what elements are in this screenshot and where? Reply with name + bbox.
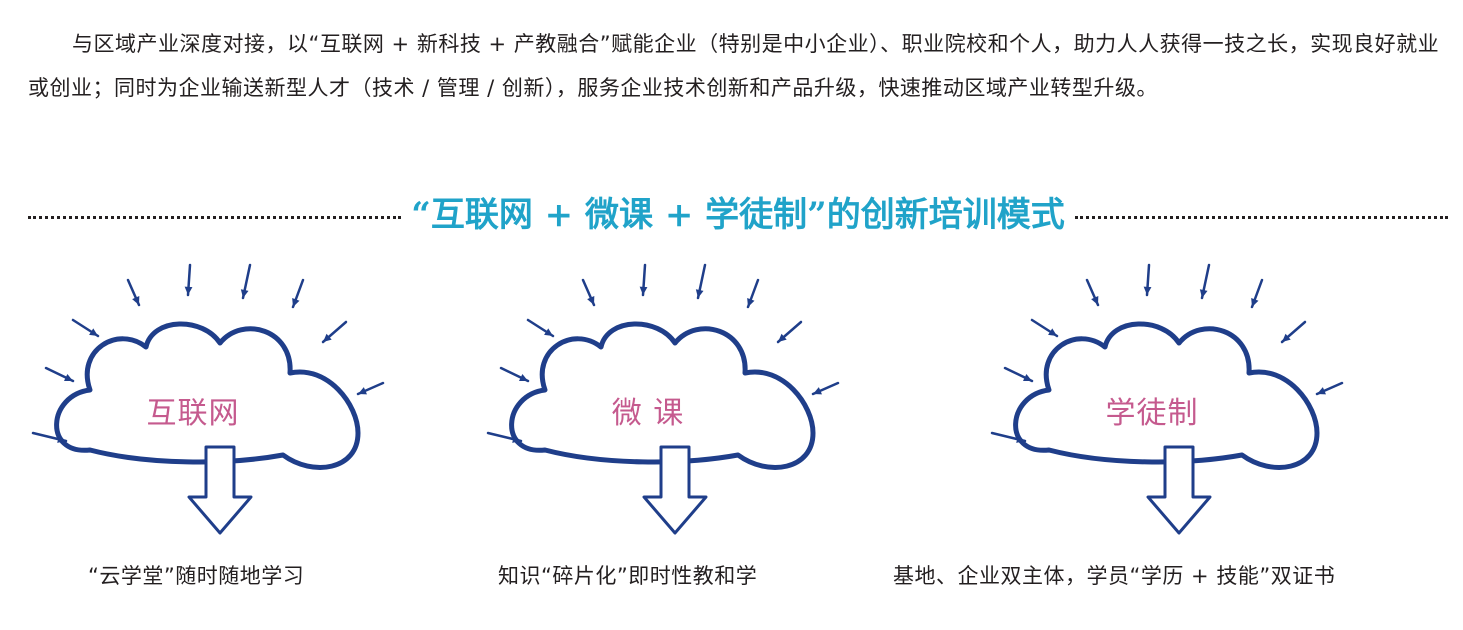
- dotted-rule-right: [1074, 215, 1448, 219]
- inward-arrow-icon: [776, 320, 803, 344]
- panel-apprenticeship: 学徒制 基地、企业双主体，学员“学历 + 技能”双证书: [893, 255, 1347, 625]
- cloud-icon: [990, 263, 1344, 535]
- cloud-outline: [1013, 321, 1320, 470]
- inward-arrow-icon: [44, 366, 75, 383]
- inward-arrow-icon: [1199, 263, 1211, 300]
- inward-arrow-icon: [1003, 366, 1034, 383]
- inward-arrow-icon: [31, 431, 68, 443]
- cloud-outline: [509, 321, 816, 470]
- cloud-icon: [31, 263, 385, 535]
- cloud-label: 互联网: [146, 396, 240, 431]
- inward-arrow-icon: [1030, 318, 1059, 338]
- intro-paragraph: 与区域产业深度对接，以“互联网 + 新科技 + 产教融合”赋能企业（特别是中小企…: [28, 32, 1440, 100]
- panel-caption: 基地、企业双主体，学员“学历 + 技能”双证书: [893, 564, 1336, 588]
- section-heading: “互联网 + 微课 + 学徒制”的创新培训模式: [411, 194, 1065, 235]
- inward-arrow-icon: [184, 263, 193, 297]
- inward-arrow-icon: [990, 431, 1027, 443]
- inward-arrow-icon: [486, 431, 523, 443]
- dotted-rule-left: [28, 215, 402, 219]
- inward-arrow-icon: [695, 263, 707, 300]
- panel-microcourse: 微 课 知识“碎片化”即时性教和学: [483, 255, 843, 625]
- cloud-label: 学徒制: [1105, 396, 1199, 431]
- inward-arrow-icon: [321, 320, 348, 344]
- inward-arrow-icon: [1085, 278, 1100, 307]
- inward-arrow-icon: [526, 318, 555, 338]
- inward-arrow-icon: [1143, 263, 1152, 297]
- inward-arrow-icon: [581, 278, 596, 307]
- inward-arrow-icon: [126, 278, 141, 307]
- inward-arrow-icon: [240, 263, 252, 300]
- inward-arrow-icon: [1315, 381, 1344, 396]
- inward-arrow-icon: [746, 278, 760, 309]
- cloud-label: 微 课: [611, 396, 685, 431]
- section-heading-row: “互联网 + 微课 + 学徒制”的创新培训模式: [28, 186, 1448, 236]
- inward-arrow-icon: [291, 278, 305, 309]
- down-arrow-icon: [1146, 445, 1212, 535]
- inward-arrow-icon: [639, 263, 648, 297]
- cloud-icon: [486, 263, 840, 535]
- inward-arrow-icon: [71, 318, 100, 338]
- inward-arrow-icon: [499, 366, 530, 383]
- panel-caption: 知识“碎片化”即时性教和学: [498, 564, 758, 588]
- cloud-outline: [54, 321, 361, 470]
- inward-arrow-icon: [811, 381, 840, 396]
- inward-arrow-icon: [356, 381, 385, 396]
- panel-internet: 互联网 “云学堂”随时随地学习: [28, 255, 388, 625]
- panel-caption: “云学堂”随时随地学习: [88, 564, 305, 588]
- inward-arrow-icon: [1250, 278, 1264, 309]
- inward-arrow-icon: [1280, 320, 1307, 344]
- down-arrow-icon: [642, 445, 708, 535]
- down-arrow-icon: [187, 445, 253, 535]
